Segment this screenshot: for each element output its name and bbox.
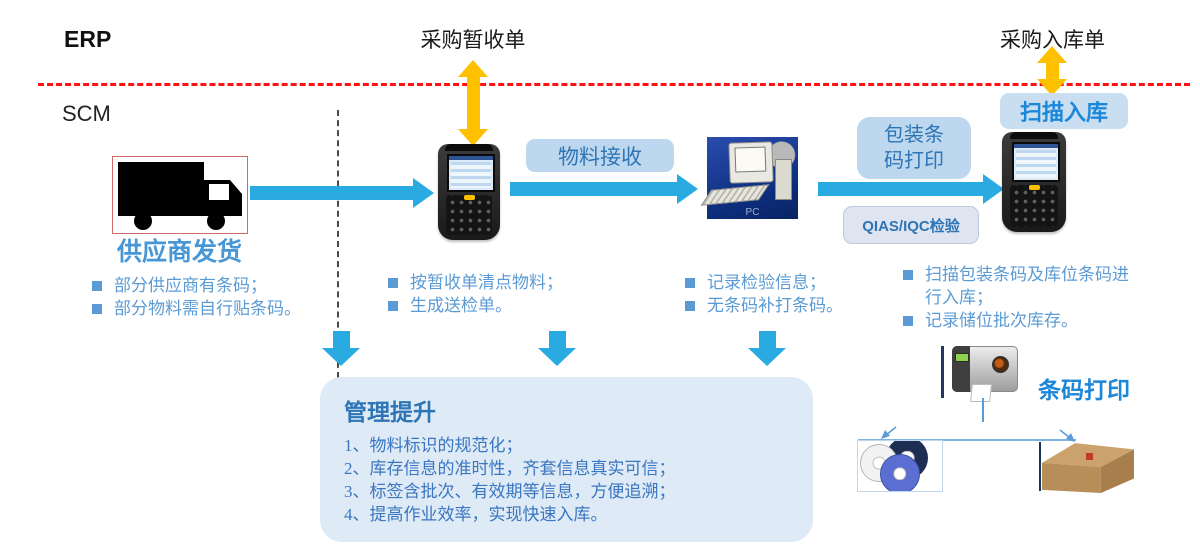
pc-monitor — [728, 141, 774, 184]
printer-label-paper — [970, 384, 992, 402]
printer-connector-line — [982, 398, 984, 422]
note-text: 部分物料需自行贴条码。 — [114, 299, 301, 318]
improvement-item: 1、物料标识的规范化； — [344, 436, 523, 455]
package-label-line2: 码打印 — [884, 150, 944, 172]
pc-tower — [775, 159, 792, 201]
square-bullet-icon — [388, 301, 398, 311]
carton-red-label — [1086, 453, 1094, 461]
square-bullet-icon — [685, 301, 695, 311]
carton-box-image — [1042, 441, 1134, 493]
scanner-screen — [1011, 142, 1061, 182]
handheld-scanner-icon — [1002, 132, 1066, 232]
note-text: 生成送检单。 — [410, 296, 512, 315]
note-text: 扫描包装条码及库位条码进行入库； — [925, 265, 1129, 307]
note-text: 按暂收单清点物料； — [410, 273, 563, 292]
barcode-print-caption: 条码打印 — [1038, 377, 1130, 403]
scanner-yellow-key — [1028, 185, 1040, 190]
qias-iqc-inspection-label: QIAS/IQC检验 — [843, 206, 979, 244]
supplier-notes-list: 部分供应商有条码； 部分物料需自行贴条码。 — [92, 274, 372, 320]
down-arrow-icon — [748, 331, 786, 366]
printer-lcd-display — [955, 353, 969, 362]
pc-keyboard — [700, 184, 770, 207]
package-label-line1: 包装条 — [884, 124, 944, 146]
printer-ribbon-knob — [992, 356, 1009, 373]
pc-caption: PC — [745, 207, 760, 219]
improvement-item: 3、标签含批次、有效期等信息，方便追溯； — [344, 482, 676, 501]
scm-lane-label: SCM — [62, 101, 111, 126]
truck-icon — [112, 156, 248, 234]
improvement-title: 管理提升 — [344, 399, 436, 425]
connector-arrow-icon — [881, 426, 897, 439]
note-text: 记录检验信息； — [707, 273, 826, 292]
down-arrow-icon — [538, 331, 576, 366]
note-item: 部分物料需自行贴条码。 — [92, 297, 372, 320]
erp-scm-divider-line — [38, 83, 1190, 86]
note-item: 生成送检单。 — [388, 294, 648, 317]
improvement-item: 2、库存信息的准时性，齐套信息真实可信； — [344, 459, 676, 478]
arrow-head-down — [458, 129, 488, 146]
erp-lane-label: ERP — [64, 26, 112, 52]
supplier-shipment-caption: 供应商发货 — [117, 238, 243, 266]
square-bullet-icon — [92, 281, 102, 291]
temp-receipt-doc-label: 采购暂收单 — [420, 29, 526, 52]
scanner-keypad — [446, 194, 492, 236]
note-item: 按暂收单清点物料； — [388, 271, 648, 294]
square-bullet-icon — [685, 278, 695, 288]
arrow-head-down — [1037, 79, 1067, 96]
note-text: 部分供应商有条码； — [114, 276, 267, 295]
scanner-top-bar — [445, 144, 493, 151]
carton-front-face — [1042, 462, 1101, 493]
arrow-stem — [1045, 63, 1059, 79]
note-text: 记录储位批次库存。 — [925, 311, 1078, 330]
square-bullet-icon — [903, 270, 913, 280]
erp-sync-double-arrow-icon — [1037, 46, 1067, 96]
square-bullet-icon — [92, 304, 102, 314]
handheld-scanner-icon — [438, 144, 500, 240]
arrow-head-up — [458, 60, 488, 77]
note-item: 扫描包装条码及库位条码进行入库； — [903, 263, 1135, 309]
erp-sync-double-arrow-icon — [458, 60, 488, 146]
note-text: 无条码补打条码。 — [707, 296, 843, 315]
material-receive-label: 物料接收 — [526, 139, 674, 172]
inspection-notes-list: 记录检验信息； 无条码补打条码。 — [685, 271, 925, 317]
inbound-order-doc-label: 采购入库单 — [1000, 29, 1105, 52]
scan-inbound-caption: 扫描入库 — [1000, 93, 1128, 129]
flow-arrow-icon — [818, 174, 1004, 204]
component-reels-image — [857, 440, 943, 492]
reel-blue — [880, 454, 920, 491]
carton-left-line — [1039, 442, 1041, 491]
square-bullet-icon — [903, 316, 913, 326]
note-item: 记录储位批次库存。 — [903, 309, 1135, 332]
receive-notes-list: 按暂收单清点物料； 生成送检单。 — [388, 271, 648, 317]
down-arrow-icon — [322, 331, 360, 366]
printed-items-connector-line — [858, 439, 1076, 441]
improvement-item: 4、提高作业效率，实现快速入库。 — [344, 505, 608, 524]
lane-separator-dashed-line — [337, 110, 339, 378]
note-item: 部分供应商有条码； — [92, 274, 372, 297]
barcode-printer-icon — [946, 344, 1018, 402]
arrow-head-up — [1037, 46, 1067, 63]
scanner-yellow-key — [464, 194, 475, 200]
note-item: 记录检验信息； — [685, 271, 925, 294]
pc-computer-icon: PC — [700, 137, 798, 219]
printer-left-line — [941, 346, 944, 398]
package-barcode-print-label: 包装条 码打印 — [857, 117, 971, 179]
scanner-top-bar — [1009, 132, 1059, 139]
arrow-stem — [466, 77, 480, 129]
square-bullet-icon — [388, 278, 398, 288]
scanner-keypad — [1010, 185, 1058, 227]
note-item: 无条码补打条码。 — [685, 294, 925, 317]
flow-arrow-icon — [510, 174, 698, 204]
flow-arrow-icon — [250, 178, 434, 208]
scanner-screen — [447, 153, 495, 193]
management-improvement-panel: 管理提升 1、物料标识的规范化； 2、库存信息的准时性，齐套信息真实可信； 3、… — [320, 377, 813, 542]
connector-arrow-icon — [1059, 429, 1075, 442]
truck-graphic — [118, 162, 242, 230]
scan-inbound-notes-list: 扫描包装条码及库位条码进行入库； 记录储位批次库存。 — [903, 263, 1135, 332]
